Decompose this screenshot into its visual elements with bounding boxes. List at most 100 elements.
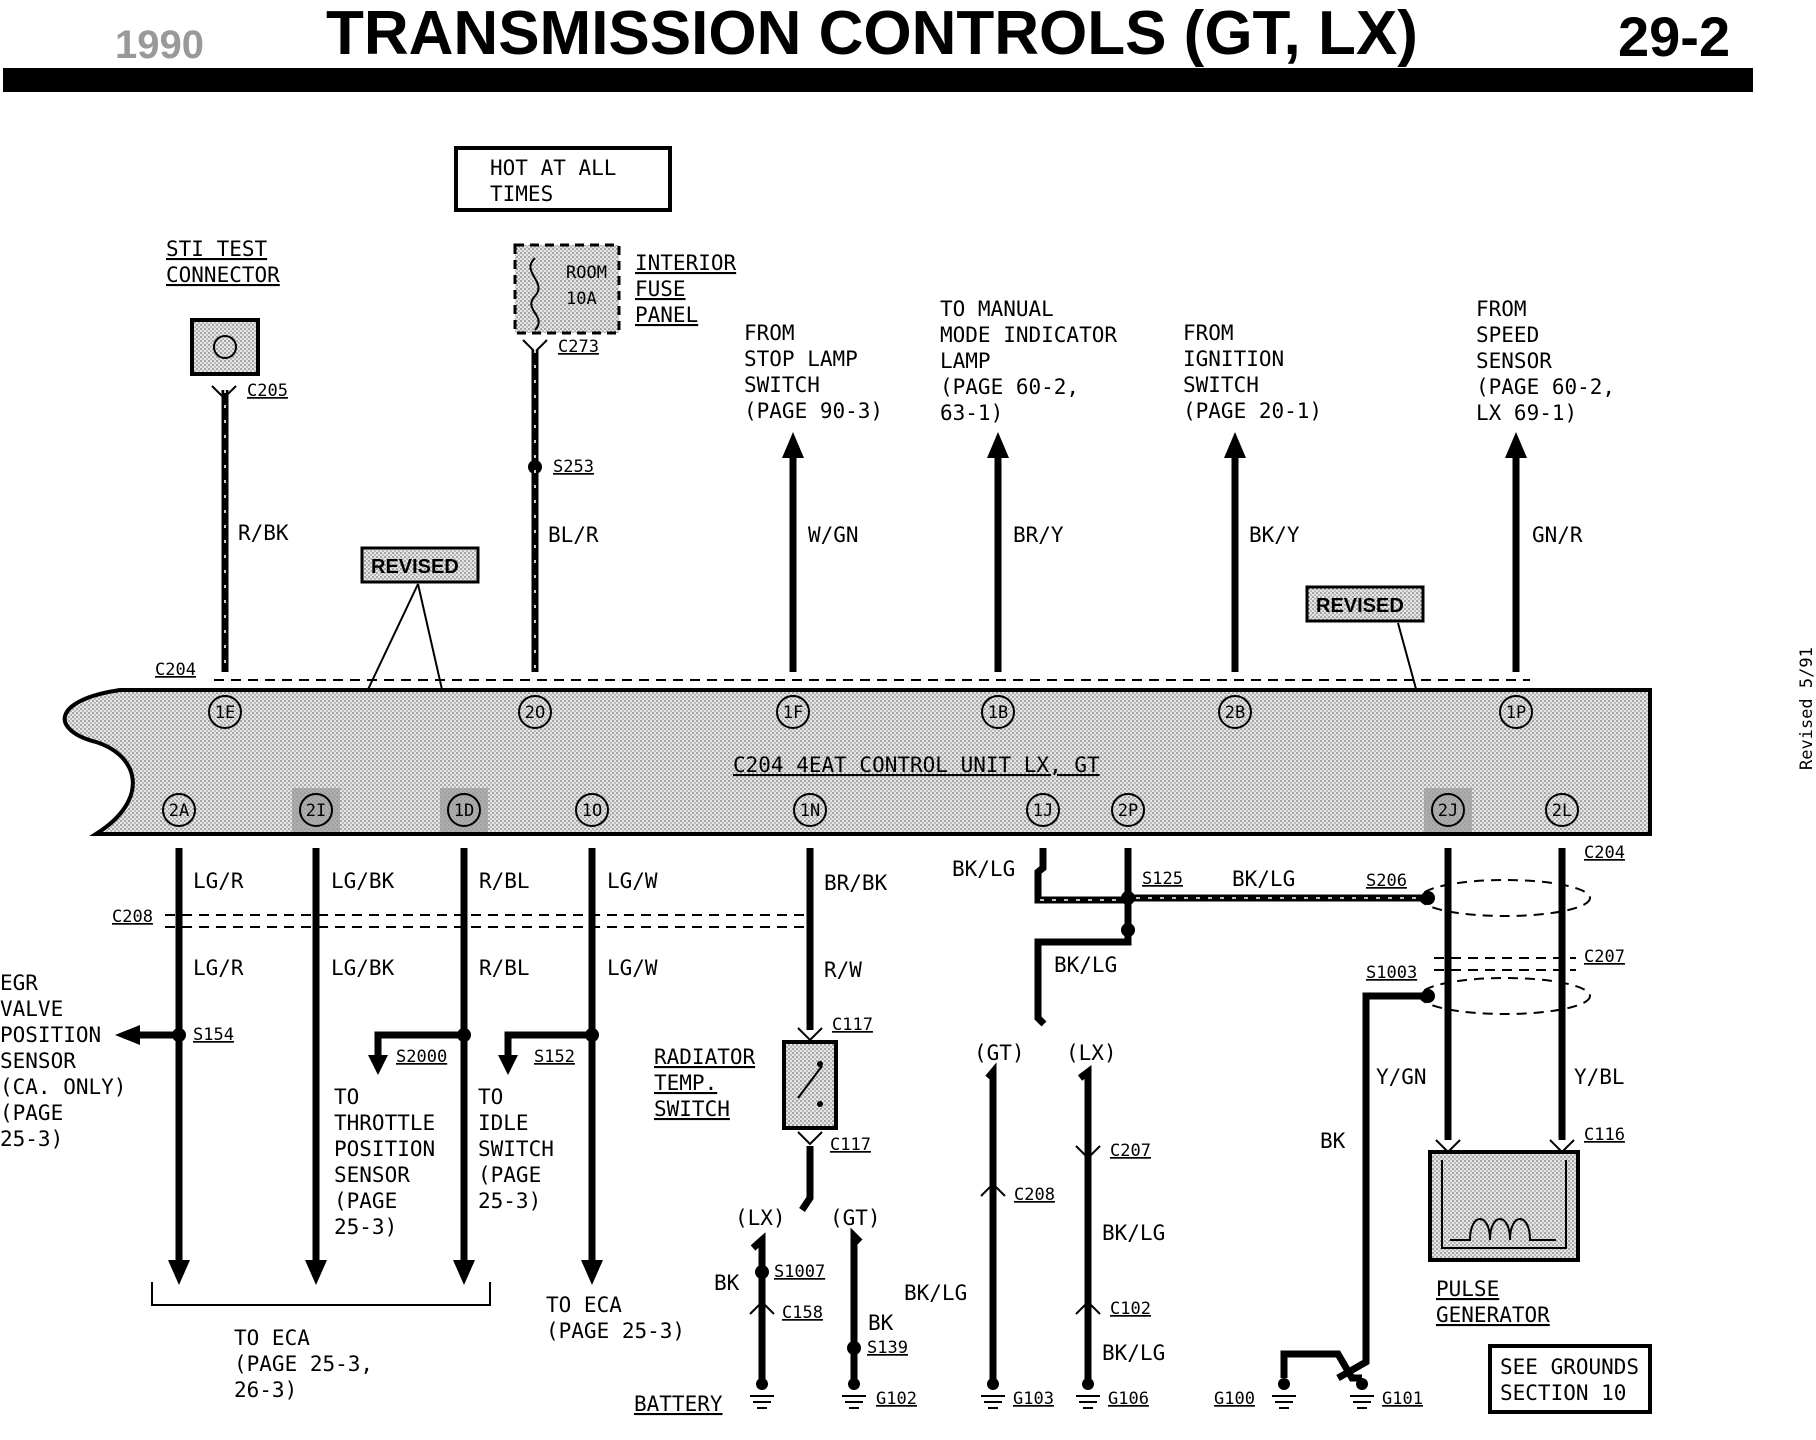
gt-label-2: (GT) bbox=[974, 1041, 1025, 1065]
speed-sensor-source: FROM SPEED SENSOR (PAGE 60-2, LX 69-1) bbox=[1476, 297, 1615, 425]
idle-l5: 25-3) bbox=[478, 1189, 541, 1213]
see-grounds-l1: SEE GROUNDS bbox=[1500, 1355, 1639, 1379]
pin-top-5: 1P bbox=[1499, 695, 1533, 729]
c102-label: C102 bbox=[1110, 1299, 1151, 1319]
ground-symbol-g101 bbox=[1350, 1378, 1374, 1409]
pulse-l1: PULSE bbox=[1436, 1277, 1499, 1301]
pin-top-4: 2B bbox=[1218, 695, 1252, 729]
page-title: TRANSMISSION CONTROLS (GT, LX) bbox=[326, 0, 1418, 68]
wire-label-bk-y: BK/Y bbox=[1249, 523, 1300, 547]
header-rule bbox=[3, 68, 1753, 92]
c204-top-label: C204 bbox=[155, 660, 196, 680]
y-bl-label: Y/BL bbox=[1574, 1065, 1625, 1089]
pin-label: 2O bbox=[525, 703, 545, 723]
manual-l4: (PAGE 60-2, bbox=[940, 375, 1079, 399]
tps-l6: 25-3) bbox=[334, 1215, 397, 1239]
revised-left-text: REVISED bbox=[371, 556, 459, 578]
s154-label: S154 bbox=[193, 1025, 234, 1045]
battery-g102-grounds: (LX) (GT) S1007 C158 BK S139 BK BATTERY … bbox=[634, 1206, 917, 1416]
egr-l2: VALVE bbox=[0, 997, 63, 1021]
pin-label: 1E bbox=[215, 703, 235, 723]
s2000-label: S2000 bbox=[396, 1047, 447, 1067]
pin-bottom-6: 2P bbox=[1111, 793, 1145, 827]
hot-box-line2: TIMES bbox=[490, 182, 553, 206]
pin-top-1: 2O bbox=[518, 695, 552, 729]
fuse-panel-line1: INTERIOR bbox=[635, 251, 737, 275]
s152-label: S152 bbox=[534, 1047, 575, 1067]
c205-label: C205 bbox=[247, 381, 288, 401]
pin-bottom-1: 2I bbox=[292, 788, 340, 832]
pin-label: 2I bbox=[306, 801, 326, 821]
lg-w-upper: LG/W bbox=[607, 869, 658, 893]
ground-symbol-g102 bbox=[842, 1378, 866, 1409]
pin-bottom-0: 2A bbox=[162, 793, 196, 827]
ign-l2: IGNITION bbox=[1183, 347, 1284, 371]
interior-fuse-panel: ROOM 10A INTERIOR FUSE PANEL C273 S253 bbox=[513, 243, 737, 477]
g101-label: G101 bbox=[1382, 1389, 1423, 1409]
speed-l1: FROM bbox=[1476, 297, 1527, 321]
revised-right-text: REVISED bbox=[1316, 595, 1404, 617]
revised-tag-left: REVISED bbox=[317, 546, 480, 796]
fuse-panel-line3: PANEL bbox=[635, 303, 698, 327]
c208-label: C208 bbox=[112, 907, 153, 927]
egr-l7: 25-3) bbox=[0, 1127, 63, 1151]
idle-l4: (PAGE bbox=[478, 1163, 541, 1187]
pin-label: 1O bbox=[582, 801, 602, 821]
bk-label-g100: BK bbox=[1320, 1129, 1346, 1153]
stop-l2: STOP LAMP bbox=[744, 347, 858, 371]
top-wires: R/BK BL/R W/GN BR/Y BK/Y GN/R C204 bbox=[155, 350, 1583, 681]
see-grounds-box: SEE GROUNDS SECTION 10 bbox=[1488, 1344, 1652, 1414]
pin-bottom-3: 1O bbox=[575, 793, 609, 827]
pin-label: 2L bbox=[1552, 801, 1572, 821]
bk-lg-circuit: BK/LG S125 BK/LG S206 BK/LG (GT) (LX) C2… bbox=[904, 848, 1428, 1409]
s1003-label: S1003 bbox=[1366, 963, 1417, 983]
s206-label: S206 bbox=[1366, 871, 1407, 891]
idle-switch-label: TO IDLE SWITCH (PAGE 25-3) bbox=[478, 1085, 554, 1213]
bk-label-gt: BK bbox=[868, 1311, 894, 1335]
c208-lower-label: C208 bbox=[1014, 1185, 1055, 1205]
manual-l1: TO MANUAL bbox=[940, 297, 1054, 321]
tps-l4: SENSOR bbox=[334, 1163, 410, 1187]
ign-l4: (PAGE 20-1) bbox=[1183, 399, 1322, 423]
pin-label: 1B bbox=[988, 703, 1008, 723]
g106-label: G106 bbox=[1108, 1389, 1149, 1409]
s253-label: S253 bbox=[553, 457, 594, 477]
sti-label-line1: STI TEST bbox=[166, 237, 268, 261]
battery-label: BATTERY bbox=[634, 1392, 723, 1416]
eca2-l1: TO ECA bbox=[234, 1326, 310, 1350]
manual-l2: MODE INDICATOR bbox=[940, 323, 1117, 347]
hot-box-line1: HOT AT ALL bbox=[490, 156, 616, 180]
pin-bottom-8: 2L bbox=[1545, 793, 1579, 827]
br-bk-label: BR/BK bbox=[824, 871, 888, 895]
c117-lower-label: C117 bbox=[830, 1135, 871, 1155]
speed-l3: SENSOR bbox=[1476, 349, 1552, 373]
pulse-generator-circuit: C204 C207 S1003 Y/GN Y/BL BK C116 PULSE … bbox=[1214, 843, 1625, 1409]
egr-l5: (CA. ONLY) bbox=[0, 1075, 126, 1099]
pin-label: 2A bbox=[169, 801, 189, 821]
sti-test-connector: STI TEST CONNECTOR C205 bbox=[166, 237, 288, 401]
pin-bottom-7: 2J bbox=[1424, 788, 1472, 832]
y-gn-label: Y/GN bbox=[1376, 1065, 1427, 1089]
to-eca-label-2: TO ECA (PAGE 25-3, 26-3) bbox=[234, 1326, 373, 1402]
pin-top-0: 1E bbox=[208, 695, 242, 729]
see-grounds-l2: SECTION 10 bbox=[1500, 1381, 1626, 1405]
control-unit-label: C204 4EAT CONTROL UNIT LX, GT bbox=[733, 753, 1100, 777]
ground-symbol-g103 bbox=[981, 1378, 1005, 1409]
radiator-l3: SWITCH bbox=[654, 1097, 730, 1121]
pin-label: 2P bbox=[1118, 801, 1138, 821]
egr-l3: POSITION bbox=[0, 1023, 101, 1047]
wire-label-r-bk: R/BK bbox=[238, 521, 289, 545]
page-header: 1990 TRANSMISSION CONTROLS (GT, LX) 29-2 bbox=[3, 0, 1753, 92]
g103-label: G103 bbox=[1013, 1389, 1054, 1409]
eca2-l2: (PAGE 25-3, bbox=[234, 1352, 373, 1376]
lg-r-upper: LG/R bbox=[193, 869, 244, 893]
ground-symbol-g100 bbox=[1272, 1378, 1296, 1409]
hot-at-all-times-box: HOT AT ALL TIMES bbox=[454, 146, 672, 212]
c204-bottom-label: C204 bbox=[1584, 843, 1625, 863]
bk-lg-label-1j: BK/LG bbox=[952, 857, 1015, 881]
lg-w-lower: LG/W bbox=[607, 956, 658, 980]
pin-top-3: 1B bbox=[981, 695, 1015, 729]
